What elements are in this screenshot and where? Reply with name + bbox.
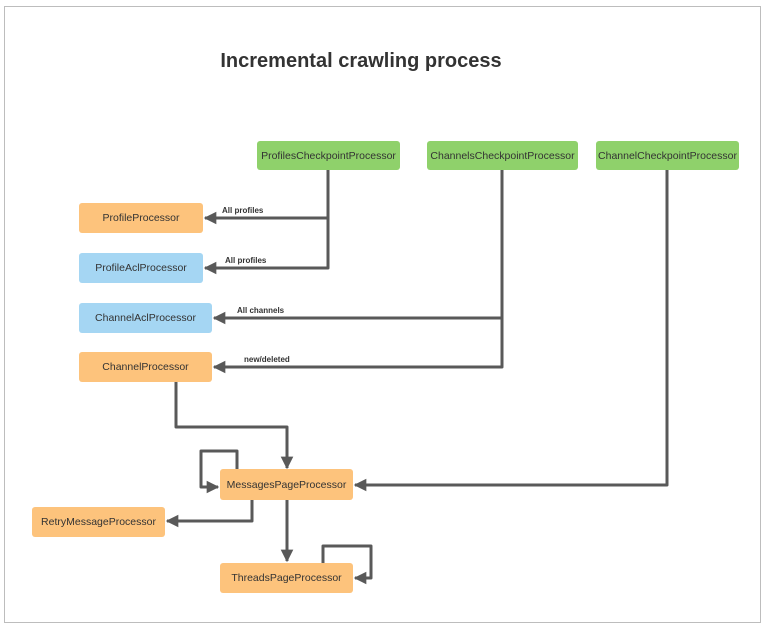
edge-channel-checkpoint-to-messages-page (353, 169, 669, 492)
node-channel-checkpoint-processor[interactable]: ChannelCheckpointProcessor (596, 141, 739, 170)
edge-label-new-deleted: new/deleted (244, 355, 290, 364)
edge-label-all-profiles-1: All profiles (222, 206, 264, 215)
edge-label-all-channels: All channels (237, 306, 285, 315)
edge-profiles-to-profile-acl (203, 218, 330, 275)
edge-label-all-profiles-2: All profiles (225, 256, 267, 265)
node-messages-page-processor[interactable]: MessagesPageProcessor (220, 469, 353, 500)
edge-channel-to-messages-page (174, 382, 294, 470)
diagram-title: Incremental crawling process (220, 50, 502, 72)
edge-channels-to-channel-acl (212, 169, 504, 325)
node-channel-processor[interactable]: ChannelProcessor (79, 352, 212, 382)
node-threads-page-processor[interactable]: ThreadsPageProcessor (220, 563, 353, 593)
node-channels-checkpoint-processor[interactable]: ChannelsCheckpointProcessor (427, 141, 578, 170)
node-profiles-checkpoint-processor[interactable]: ProfilesCheckpointProcessor (257, 141, 400, 170)
edge-messages-page-self-loop (199, 449, 239, 494)
edge-channels-to-channel (212, 318, 504, 374)
edge-messages-page-to-retry (165, 500, 254, 528)
node-retry-message-processor[interactable]: RetryMessageProcessor (32, 507, 165, 537)
node-profile-processor[interactable]: ProfileProcessor (79, 203, 203, 233)
node-channel-acl-processor[interactable]: ChannelAclProcessor (79, 303, 212, 333)
edge-threads-page-self-loop (321, 544, 373, 585)
node-profile-acl-processor[interactable]: ProfileAclProcessor (79, 253, 203, 283)
